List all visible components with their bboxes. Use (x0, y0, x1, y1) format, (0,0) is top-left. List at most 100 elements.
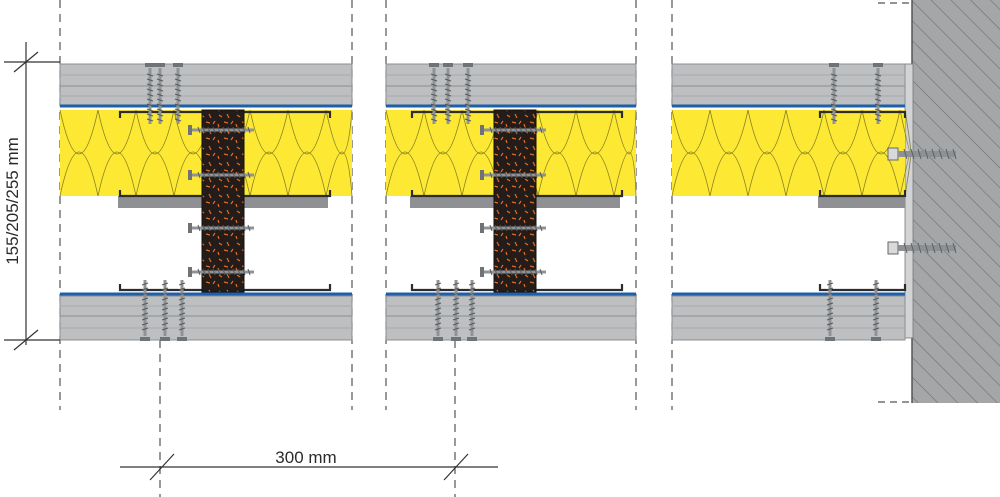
screw (825, 280, 835, 341)
screw-thread (174, 118, 182, 122)
screw-thread (430, 93, 438, 97)
screw-thread (468, 327, 476, 331)
anchor-rib (924, 242, 929, 254)
screw-thread (534, 224, 538, 232)
screw-thread (872, 307, 880, 311)
gypsum-board-outer-top (385, 63, 637, 87)
screw-thread (830, 83, 838, 87)
screw-thread (468, 287, 476, 291)
screw-thread (534, 268, 538, 276)
screw-thread (874, 88, 882, 92)
screw-thread (494, 126, 498, 134)
gypsum-board-outer-bottom (59, 315, 353, 341)
screw-thread (178, 317, 186, 321)
screw-thread (826, 292, 834, 296)
height-dimension-label: 155/205/255 mm (3, 137, 22, 265)
screw-thread (207, 268, 211, 276)
screw-thread (207, 224, 211, 232)
screw-thread (212, 126, 216, 134)
screw-thread (217, 171, 221, 179)
stud-screw (188, 125, 254, 135)
screw-thread (197, 126, 201, 134)
screw-thread (826, 327, 834, 331)
screw-thread (242, 171, 246, 179)
screw-thread (444, 93, 452, 97)
screw (429, 63, 439, 124)
screw-thread (452, 282, 460, 286)
screw-thread (509, 224, 513, 232)
screw-thread (247, 171, 251, 179)
screw (160, 280, 170, 341)
screw-thread (509, 268, 513, 276)
screw-thread (434, 292, 442, 296)
screw-thread (202, 268, 206, 276)
screw-thread (156, 83, 164, 87)
screw-thread (146, 108, 154, 112)
track-plate (818, 196, 905, 208)
screw-thread (514, 126, 518, 134)
screw (443, 63, 453, 124)
screw-thread (161, 312, 169, 316)
screw-thread (178, 302, 186, 306)
screw-head (871, 337, 881, 341)
screw-thread (444, 73, 452, 77)
screw-thread (830, 78, 838, 82)
screw-thread (874, 118, 882, 122)
screw (451, 280, 461, 341)
screw-thread (872, 282, 880, 286)
gypsum-board-inner-bottom (59, 295, 353, 317)
screw-thread (242, 224, 246, 232)
screw-thread (141, 307, 149, 311)
stud-screw (480, 267, 546, 277)
screw-thread (444, 118, 452, 122)
screw-thread (468, 312, 476, 316)
screw-thread (504, 268, 508, 276)
anchor-rib (910, 148, 915, 160)
screw-thread (161, 302, 169, 306)
screw-thread (534, 171, 538, 179)
screw-thread (539, 171, 543, 179)
screw-thread (826, 317, 834, 321)
screw-thread (468, 292, 476, 296)
screw-thread (434, 307, 442, 311)
screw-thread (514, 171, 518, 179)
screw-thread (499, 268, 503, 276)
screw-thread (161, 287, 169, 291)
screw-head (443, 63, 453, 67)
screw-thread (519, 268, 523, 276)
screw-thread (464, 93, 472, 97)
screw-thread (430, 83, 438, 87)
screw-thread (247, 224, 251, 232)
screw-thread (464, 118, 472, 122)
screw-thread (504, 126, 508, 134)
screw-thread (874, 83, 882, 87)
steel-channel (818, 190, 907, 198)
screw-thread (237, 224, 241, 232)
screw-thread (146, 88, 154, 92)
screw-thread (529, 224, 533, 232)
screw-thread (539, 224, 543, 232)
screw-thread (468, 302, 476, 306)
screw-thread (174, 98, 182, 102)
screw-thread (524, 171, 528, 179)
gypsum-board-inner-top (671, 85, 906, 107)
screw-thread (430, 98, 438, 102)
screw-thread (464, 73, 472, 77)
screw-thread (430, 108, 438, 112)
screw-head (188, 170, 192, 180)
screw-thread (227, 126, 231, 134)
steel-channel (818, 110, 907, 118)
screw-thread (452, 302, 460, 306)
screw-thread (242, 268, 246, 276)
height-dimension (4, 42, 60, 351)
screw-thread (212, 171, 216, 179)
anchor-rib (924, 148, 929, 160)
screw-head (467, 337, 477, 341)
stud-screw (188, 267, 254, 277)
screw-thread (217, 268, 221, 276)
screw-thread (509, 171, 513, 179)
screw-thread (434, 317, 442, 321)
screw-thread (161, 282, 169, 286)
